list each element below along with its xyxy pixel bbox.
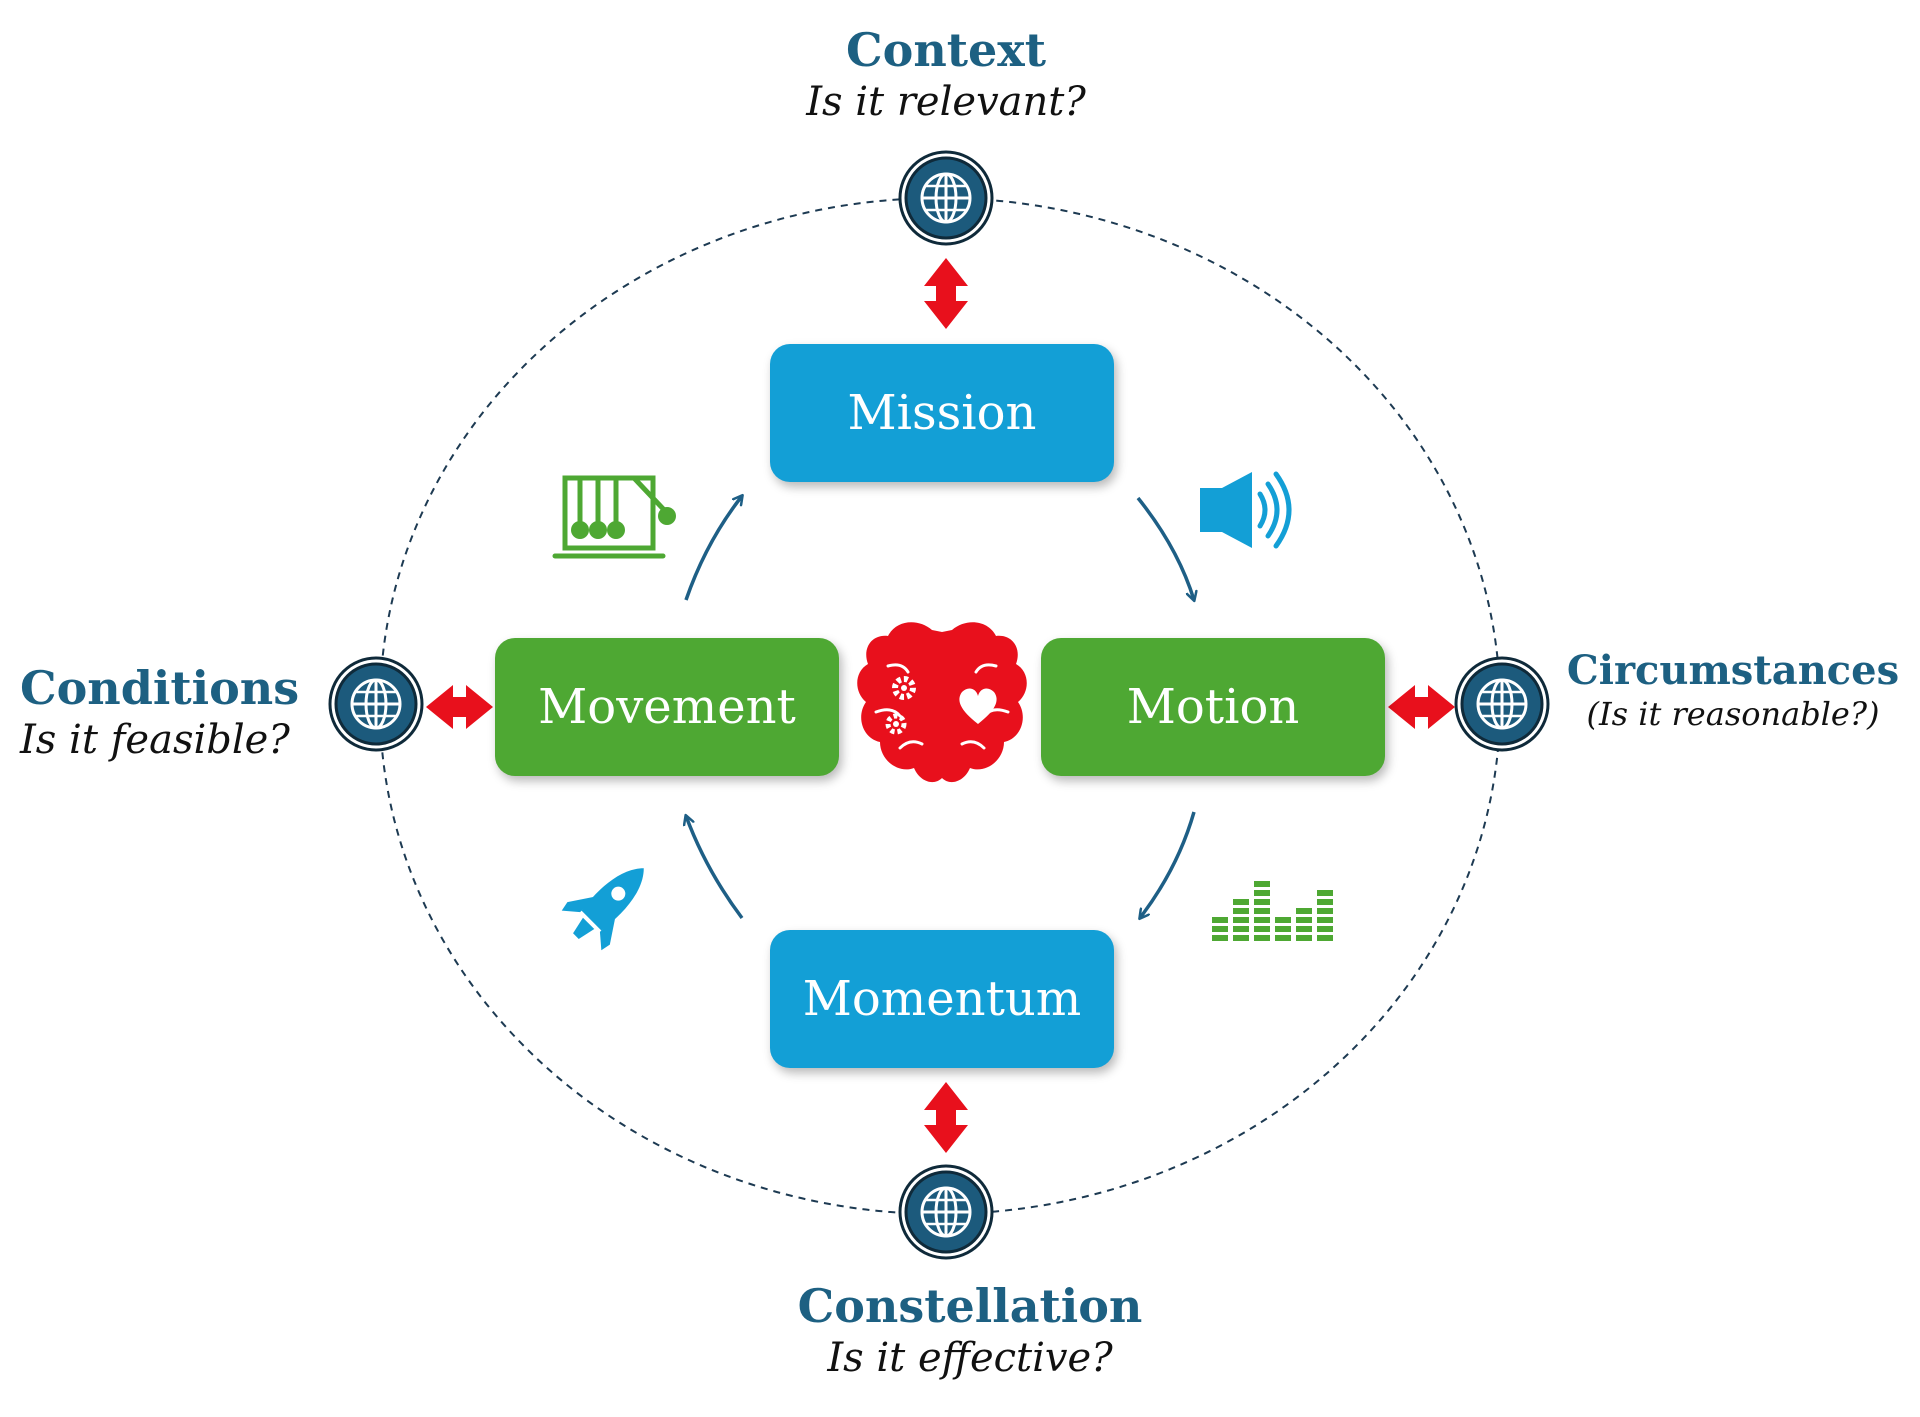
equalizer-bar	[1317, 890, 1333, 896]
constellation-label: Constellation Is it effective?	[760, 1280, 1180, 1383]
constellation-question: Is it effective?	[827, 1334, 1113, 1381]
equalizer-bar	[1233, 935, 1249, 941]
context-question: Is it relevant?	[806, 78, 1086, 125]
equalizer-bar	[1233, 917, 1249, 923]
equalizer-bar	[1212, 926, 1228, 932]
flow-arrow-motion-to-momentum	[1140, 811, 1196, 918]
circumstances-question: (Is it reasonable?)	[1586, 695, 1880, 733]
circumstances-label: Circumstances (Is it reasonable?)	[1556, 648, 1910, 734]
equalizer-bar	[1254, 899, 1270, 905]
equalizer-bar	[1275, 926, 1291, 932]
movement-box: Movement	[495, 638, 839, 776]
globe-icon	[1454, 656, 1550, 752]
equalizer-bar	[1254, 890, 1270, 896]
equalizer-bar	[1296, 917, 1312, 923]
flow-arrow-momentum-to-movement	[686, 816, 744, 920]
flow-arrow-movement-to-mission	[684, 496, 742, 601]
equalizer-bar	[1254, 935, 1270, 941]
gears-icon	[885, 676, 916, 735]
equalizer-bar	[1233, 908, 1249, 914]
equalizer-bar	[1275, 935, 1291, 941]
momentum-link-arrow	[924, 1082, 968, 1153]
equalizer-bar	[1254, 926, 1270, 932]
constellation-title: Constellation	[797, 1279, 1143, 1333]
equalizer-bar	[1254, 908, 1270, 914]
equalizer-bar	[1296, 908, 1312, 914]
equalizer-bar	[1296, 935, 1312, 941]
equalizer-bar	[1275, 917, 1291, 923]
globe-icon	[898, 150, 994, 246]
equalizer-icon	[1212, 881, 1333, 941]
context-label: Context Is it relevant?	[746, 24, 1146, 127]
motion-box: Motion	[1041, 638, 1385, 776]
equalizer-bar	[1212, 935, 1228, 941]
rocket-icon	[561, 868, 644, 951]
circumstances-title: Circumstances	[1566, 647, 1900, 694]
equalizer-bar	[1317, 917, 1333, 923]
newtons-cradle-icon	[552, 475, 676, 559]
speaker-icon	[1200, 471, 1292, 549]
equalizer-bar	[1233, 899, 1249, 905]
circumstances-link-arrow	[1388, 685, 1455, 729]
flow-arrow-mission-to-motion	[1136, 496, 1194, 600]
equalizer-bar	[1317, 935, 1333, 941]
context-title: Context	[846, 23, 1046, 77]
equalizer-bar	[1296, 926, 1312, 932]
equalizer-bar	[1212, 917, 1228, 923]
conditions-title: Conditions	[20, 661, 300, 715]
conditions-question: Is it feasible?	[20, 716, 290, 763]
globe-icon	[898, 1164, 994, 1260]
conditions-label: Conditions Is it feasible?	[20, 662, 340, 765]
equalizer-bar	[1317, 899, 1333, 905]
mission-box: Mission	[770, 344, 1114, 482]
equalizer-bar	[1254, 917, 1270, 923]
globe-icon	[328, 656, 424, 752]
equalizer-bar	[1317, 908, 1333, 914]
conditions-link-arrow	[426, 685, 493, 729]
heart-icon	[959, 688, 997, 724]
momentum-box: Momentum	[770, 930, 1114, 1068]
equalizer-bar	[1233, 926, 1249, 932]
equalizer-bar	[1254, 881, 1270, 887]
equalizer-bar	[1317, 926, 1333, 932]
brain-icon	[857, 622, 1027, 783]
context-link-arrow	[924, 258, 968, 329]
